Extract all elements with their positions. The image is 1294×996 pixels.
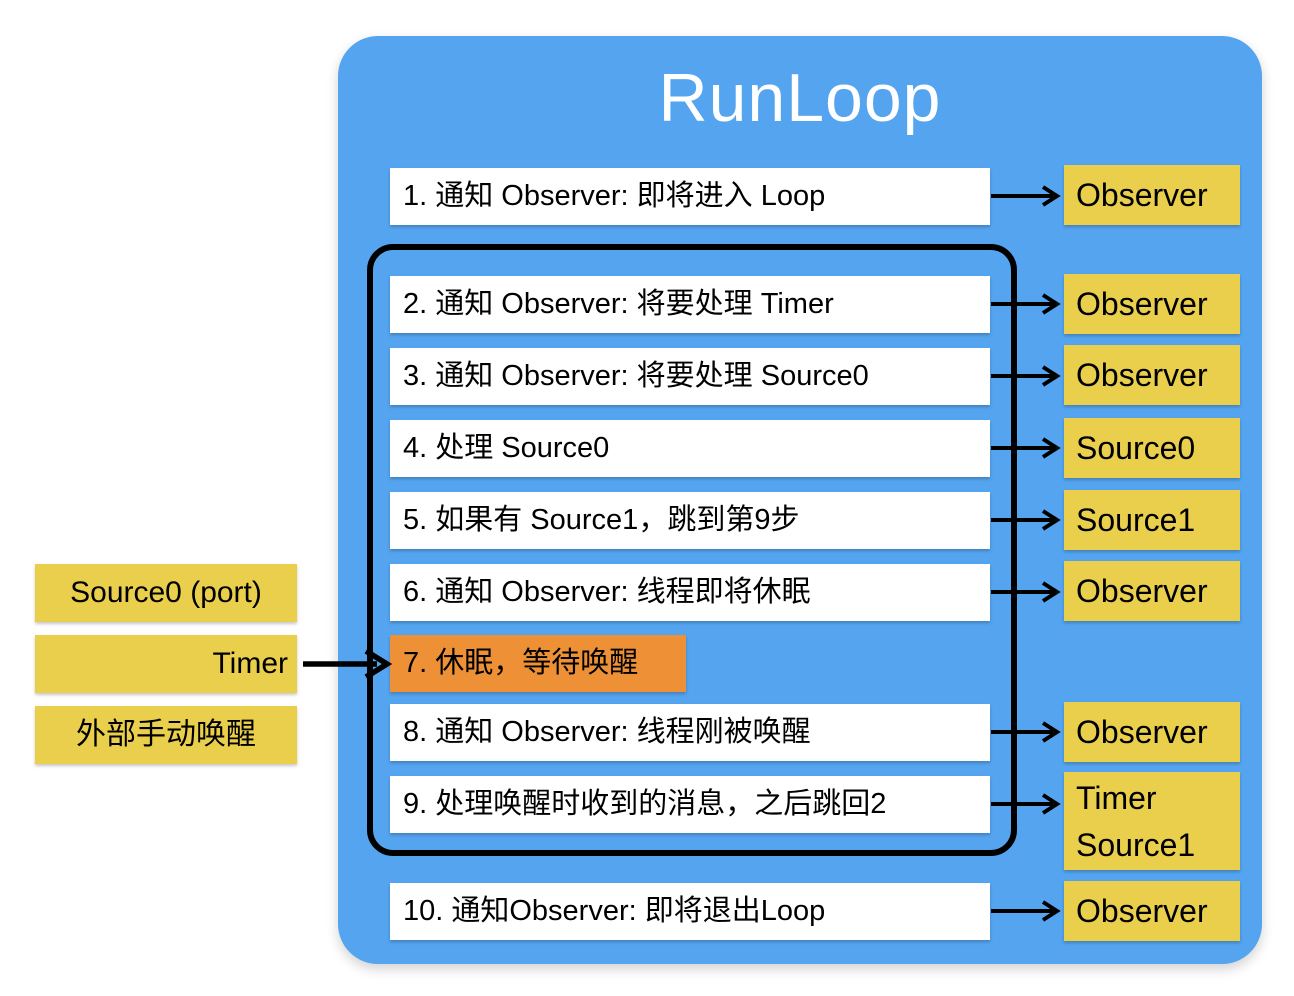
wake-timer-box: Timer (35, 635, 297, 693)
step-6-box: 6. 通知 Observer: 线程即将休眠 (390, 564, 990, 621)
target-observer-step6: Observer (1064, 561, 1240, 621)
target-observer-step10: Observer (1064, 881, 1240, 941)
step-5-box: 5. 如果有 Source1，跳到第9步 (390, 492, 990, 549)
target-line-source1: Source1 (1076, 827, 1196, 863)
diagram-title: RunLoop (658, 60, 942, 136)
step-7-box-highlighted: 7. 休眠，等待唤醒 (390, 635, 686, 692)
target-source0-step4: Source0 (1064, 418, 1240, 478)
step-1-box: 1. 通知 Observer: 即将进入 Loop (390, 168, 990, 225)
step-3-box: 3. 通知 Observer: 将要处理 Source0 (390, 348, 990, 405)
target-observer-step8: Observer (1064, 702, 1240, 762)
wake-manual-box: 外部手动唤醒 (35, 706, 297, 764)
target-observer-step2: Observer (1064, 274, 1240, 334)
target-observer-step3: Observer (1064, 345, 1240, 405)
wake-source0-port-box: Source0 (port) (35, 564, 297, 622)
target-timer-source1-step9: Timer Source1 (1064, 772, 1240, 870)
target-source1-step5: Source1 (1064, 490, 1240, 550)
step-10-box: 10. 通知Observer: 即将退出Loop (390, 883, 990, 940)
step-4-box: 4. 处理 Source0 (390, 420, 990, 477)
step-9-box: 9. 处理唤醒时收到的消息，之后跳回2 (390, 776, 990, 833)
target-line-timer: Timer (1076, 780, 1157, 816)
target-observer-step1: Observer (1064, 165, 1240, 225)
step-8-box: 8. 通知 Observer: 线程刚被唤醒 (390, 704, 990, 761)
loop-region-border (367, 244, 1017, 856)
step-2-box: 2. 通知 Observer: 将要处理 Timer (390, 276, 990, 333)
